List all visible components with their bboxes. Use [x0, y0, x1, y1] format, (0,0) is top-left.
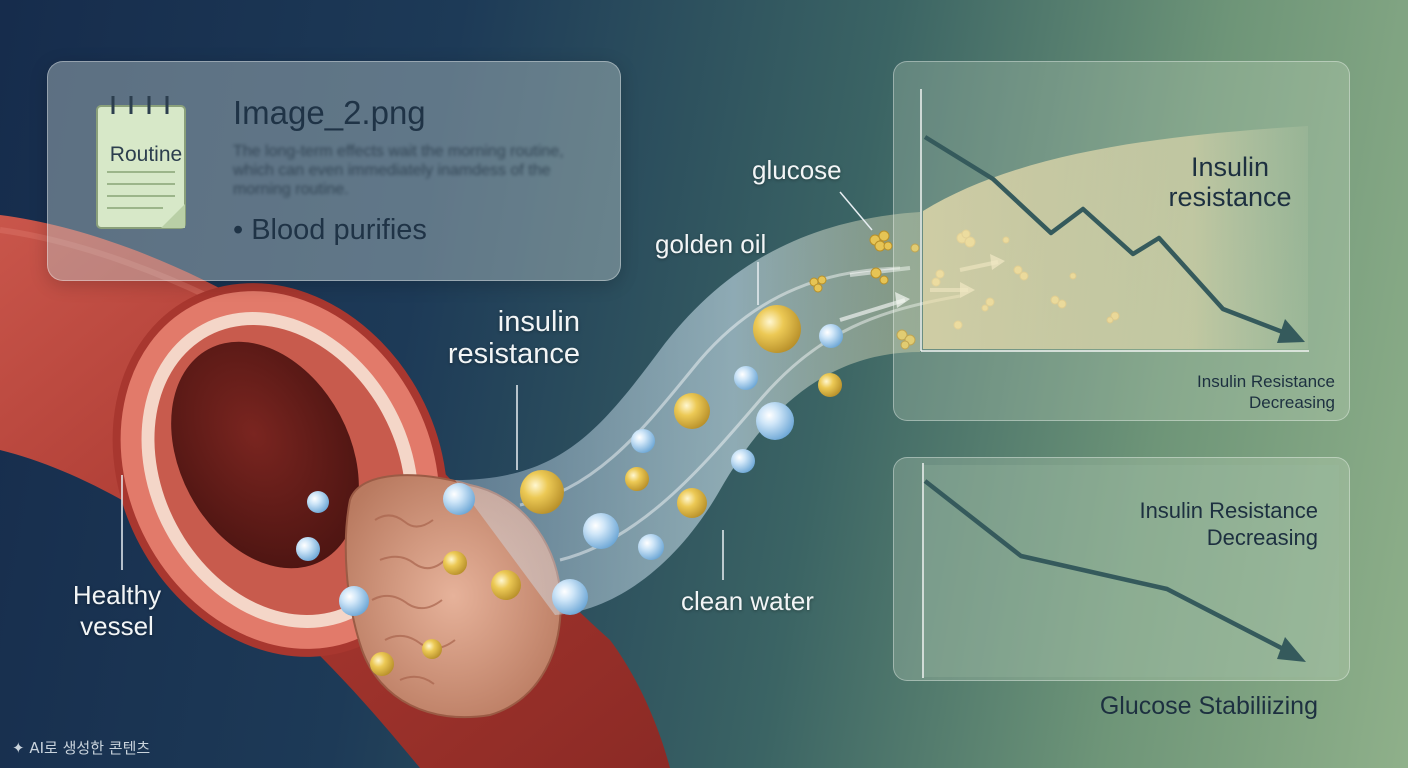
insulin-resistance-chart — [920, 89, 1309, 352]
glucose-panel — [893, 457, 1350, 681]
label-golden-oil: golden oil — [655, 229, 767, 259]
ai-watermark: ✦ AI로 생성한 콘텐츠 — [12, 739, 151, 757]
label-insulin-resistance: insulin resistance — [447, 306, 580, 370]
label-glucose: glucose — [752, 155, 842, 185]
trend-arrowhead — [1277, 319, 1305, 343]
label-healthy-vessel: Healthy vessel — [72, 580, 162, 641]
glucose-trend-line — [923, 479, 1295, 656]
sparkle-icon: ✦ — [12, 739, 25, 757]
glucose-chart — [922, 463, 1339, 678]
card-body-text: The long-term effects wait the morning r… — [233, 143, 564, 198]
label-clean-water: clean water — [681, 586, 814, 616]
water-droplets — [296, 324, 843, 616]
chart-bottom-caption: Glucose Stabiliizing — [1099, 692, 1318, 720]
chart-top-caption: Insulin Resistance Decreasing — [1197, 372, 1335, 412]
glucose-arrowhead — [1277, 637, 1306, 662]
chart-top-title: Insulin resistance — [1168, 152, 1292, 212]
notepad-icon — [96, 96, 186, 229]
golden-oil-droplets — [370, 305, 842, 676]
chart-bottom-title: Insulin Resistance Decreasing — [1139, 498, 1318, 550]
card-bullet: • Blood purifies — [233, 214, 427, 246]
card-title: Image_2.png — [233, 94, 426, 131]
vessel-lumen — [171, 341, 359, 569]
notepad-label: Routine — [109, 143, 183, 166]
insulin-trend-line — [923, 135, 1294, 339]
